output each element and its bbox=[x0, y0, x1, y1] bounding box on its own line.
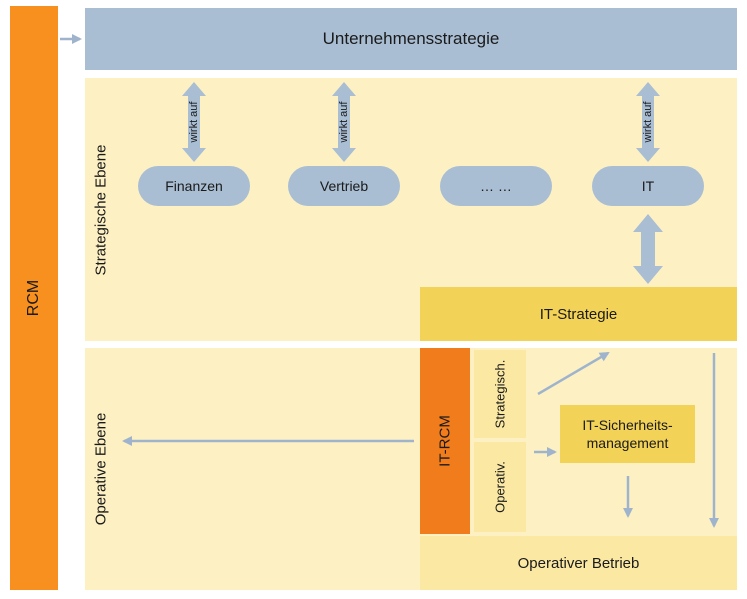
it-rcm-operative-box: Operativ. bbox=[474, 442, 526, 532]
pill-label: IT bbox=[641, 178, 655, 194]
pill-label: Finanzen bbox=[165, 178, 223, 194]
wirkt-auf-label-2: wirkt auf bbox=[334, 96, 354, 148]
unternehmensstrategie-bar: Unternehmensstrategie bbox=[85, 8, 737, 70]
operativer-betrieb-label: Operativer Betrieb bbox=[517, 554, 640, 572]
sec-mgmt-line1: IT-Sicherheits- bbox=[582, 417, 673, 433]
it-sicherheitsmanagement-box: IT-Sicherheits- management bbox=[560, 405, 695, 463]
pill-it: IT bbox=[592, 166, 704, 206]
double-arrow-it-strategy bbox=[633, 214, 663, 284]
double-arrow-finanzen bbox=[182, 82, 206, 162]
double-arrow-it bbox=[636, 82, 660, 162]
it-strategie-box: IT-Strategie bbox=[420, 287, 737, 341]
wirkt-auf-label-1: wirkt auf bbox=[184, 96, 204, 148]
double-arrow-vertrieb bbox=[332, 82, 356, 162]
pill-ellipsis: … … bbox=[440, 166, 552, 206]
pill-label: Vertrieb bbox=[319, 178, 369, 194]
pill-vertrieb: Vertrieb bbox=[288, 166, 400, 206]
operativer-betrieb-box: Operativer Betrieb bbox=[420, 536, 737, 590]
wirkt-auf-label-3: wirkt auf bbox=[638, 96, 658, 148]
wirkt-auf-text: wirkt auf bbox=[188, 101, 200, 143]
wirkt-auf-text: wirkt auf bbox=[642, 101, 654, 143]
unternehmensstrategie-label: Unternehmensstrategie bbox=[322, 29, 500, 48]
rcm-bar: RCM bbox=[10, 6, 58, 590]
pill-label: … … bbox=[480, 178, 512, 194]
it-strategie-label: IT-Strategie bbox=[539, 305, 618, 323]
it-rcm-bar: IT-RCM bbox=[420, 348, 470, 534]
sec-mgmt-line2: management bbox=[586, 435, 669, 451]
pill-finanzen: Finanzen bbox=[138, 166, 250, 206]
it-rcm-strategic-box: Strategisch. bbox=[474, 350, 526, 438]
arrow-strategic-to-it-strategy bbox=[537, 351, 610, 396]
wirkt-auf-text: wirkt auf bbox=[338, 101, 350, 143]
